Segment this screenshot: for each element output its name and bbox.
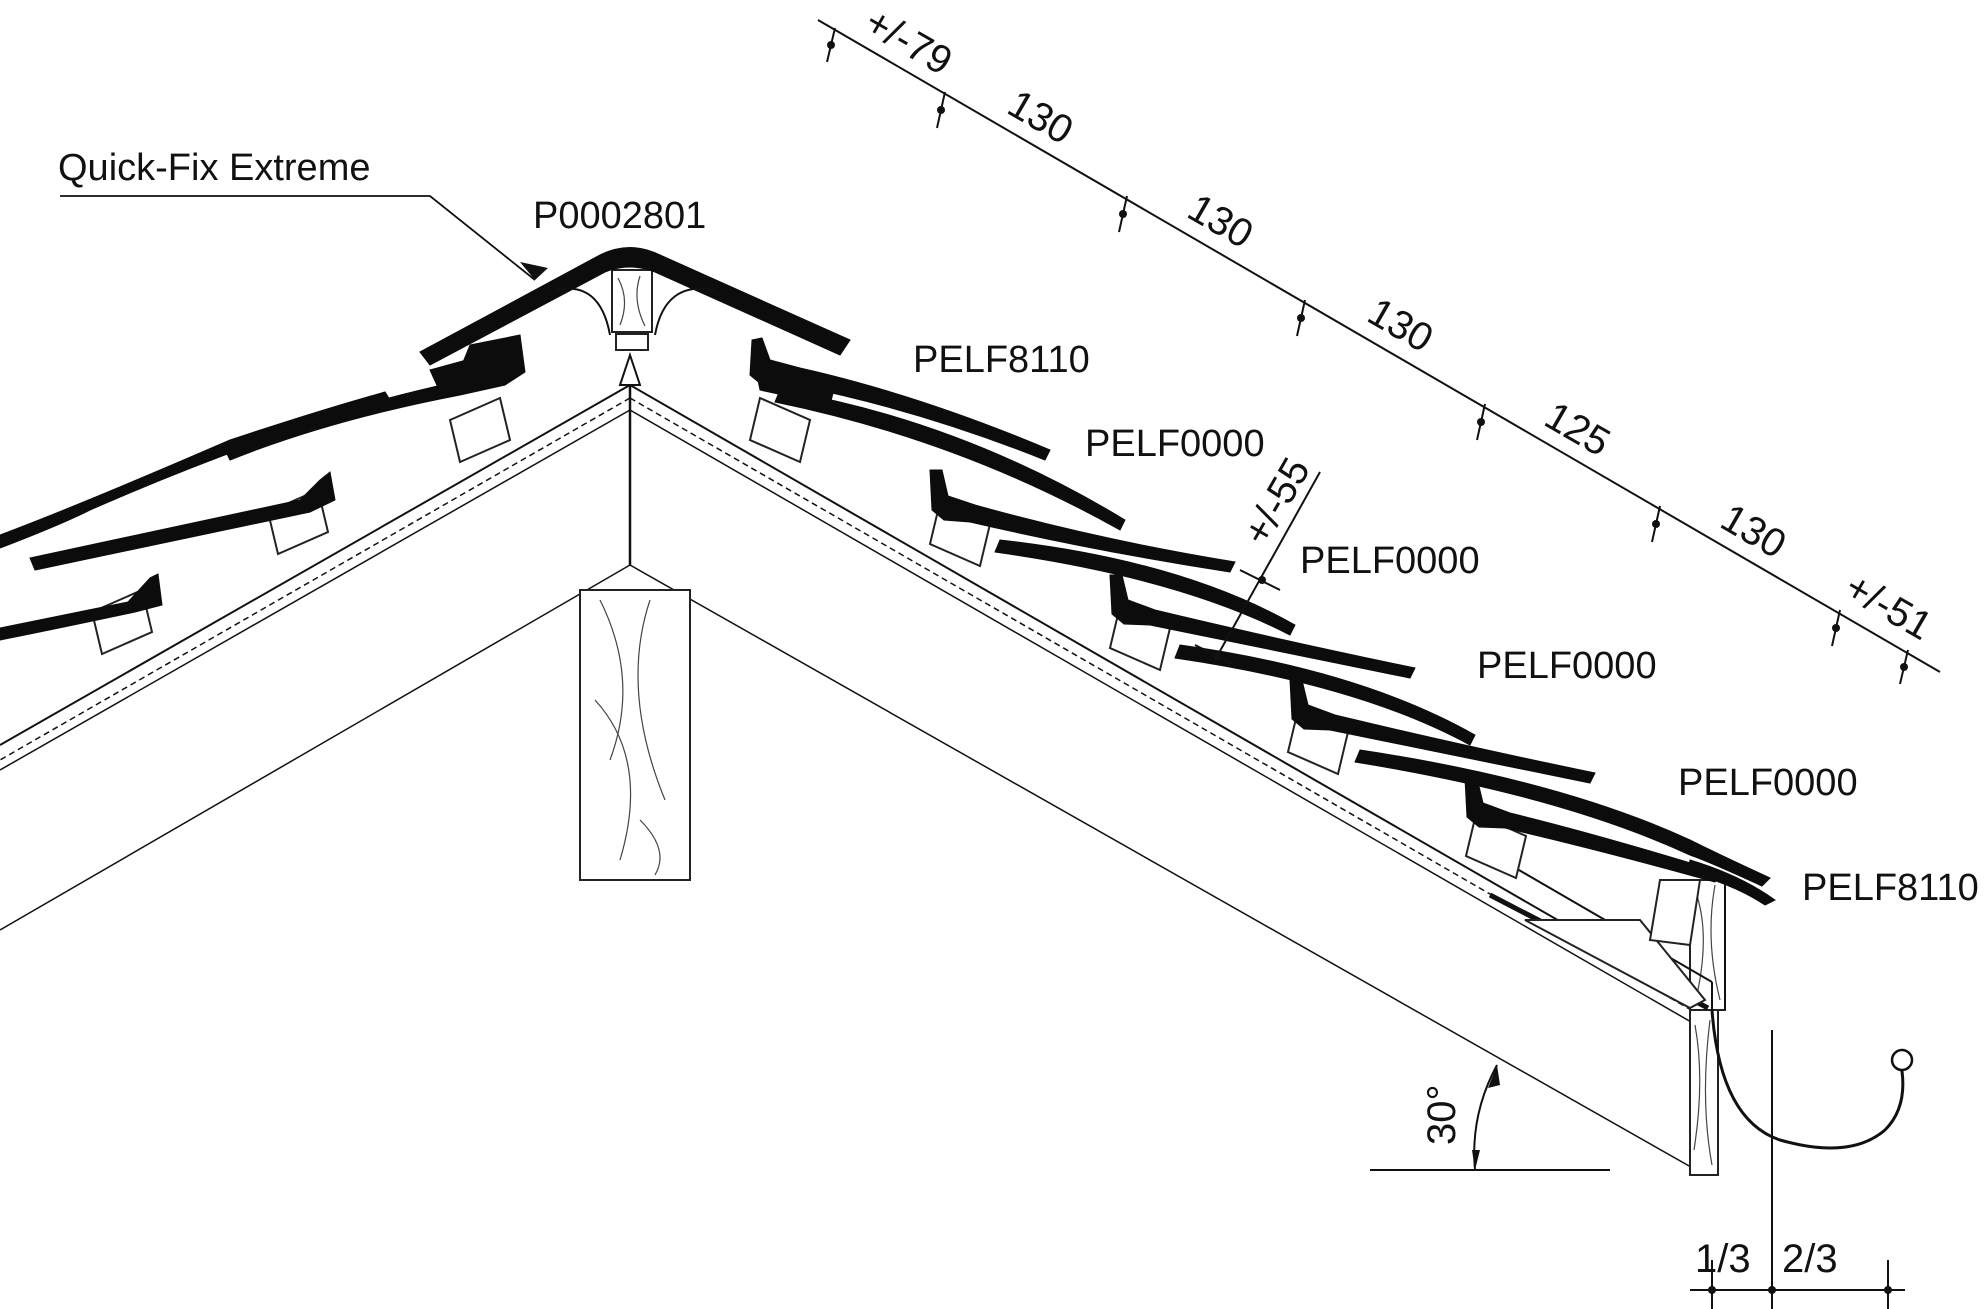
tile-right-3 [1109,574,1416,679]
roof-tiles [0,247,1776,906]
label-tile-2: PELF0000 [1300,540,1480,582]
dim-overlap: +/-55 [1235,451,1319,553]
fixing-leader [60,195,548,281]
tile-right-2 [929,469,1236,573]
ridge-tile [419,247,851,366]
label-tile-3: PELF0000 [1477,645,1657,687]
tile-right-4 [1289,679,1596,784]
dimension-labels: +/-79 130 130 130 125 130 +/-51 +/-55 30… [858,0,1940,1281]
dim-gauge-2: 130 [1181,186,1261,257]
label-ridge: P0002801 [533,195,706,237]
label-tile-4: PELF0000 [1678,762,1858,804]
dim-last-gauge: +/-51 [1838,565,1940,649]
tile-left-2 [29,471,336,571]
gutter [1710,1009,1914,1309]
dim-gauge-3: 130 [1361,290,1441,361]
dim-gauge-5: 130 [1714,496,1794,567]
pitch-angle-indicator [1370,1064,1610,1171]
dim-gutter-right: 2/3 [1782,1237,1838,1281]
tile-right-1 [749,337,1051,461]
label-tile-bottom: PELF8110 [1802,867,1979,909]
dim-roof-pitch: 30° [1420,1085,1464,1146]
label-tile-1: PELF0000 [1085,423,1265,465]
roof-structure [0,269,1726,1176]
label-fixing: Quick-Fix Extreme [58,147,370,189]
dim-gutter-left: 1/3 [1695,1237,1751,1281]
label-tile-top: PELF8110 [913,339,1090,381]
tile-left-3 [0,573,163,641]
gauge-dimension-line [817,19,1941,685]
component-labels: Quick-Fix Extreme P0002801 PELF8110 PELF… [58,147,1979,909]
dim-gauge-4: 125 [1538,394,1618,465]
gutter-split-dimension [1690,1260,1905,1309]
dim-first-gauge: +/-79 [858,0,960,84]
overlap-dimension [1194,471,1321,666]
dim-gauge-1: 130 [1001,82,1081,153]
